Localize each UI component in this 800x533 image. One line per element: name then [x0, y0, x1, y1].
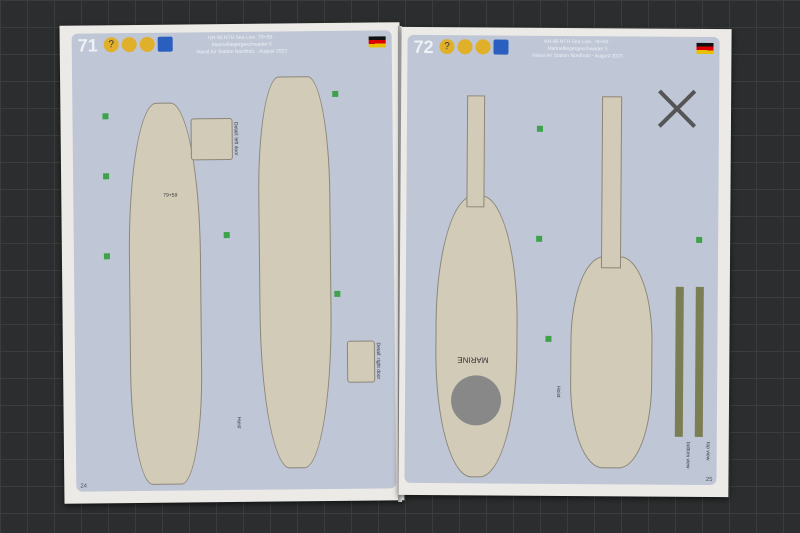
paint-icon: [457, 39, 473, 55]
german-flag-icon: [696, 42, 714, 55]
decal-marker: [103, 253, 110, 260]
profile-title: NH-90 NTH Sea Lion, 79+59 - Marinefliege…: [543, 38, 612, 53]
helicopter-bottom-view: [434, 195, 519, 478]
bottle-icon: [493, 39, 509, 55]
decal-icon: [475, 39, 491, 55]
help-icon: ?: [103, 37, 119, 53]
help-icon: ?: [439, 39, 455, 55]
right-page: 72 ? NH-90 NTH Sea Lion, 79+59 - Marinef…: [398, 26, 732, 498]
left-door-detail: [190, 117, 233, 161]
helicopter-top-view: [569, 256, 654, 469]
bottle-icon: [157, 36, 173, 52]
decal-marker: [102, 113, 109, 120]
decal-marker: [103, 173, 110, 180]
hoist-label: Hoist: [235, 416, 242, 429]
tail-boom-top: [600, 96, 623, 269]
right-door-detail: [346, 340, 376, 383]
left-page: 71 ? NH-90 NTH Sea Lion, 79+59 - Marinef…: [59, 22, 405, 504]
rotor-hub: [450, 375, 502, 426]
page-number: 25: [705, 476, 713, 484]
decal-marker: [536, 125, 543, 132]
rotor-blade: [694, 286, 704, 437]
profile-number: 72: [413, 36, 434, 58]
hoist-label: Hoist: [555, 385, 562, 398]
right-door-label: Detail: right door: [374, 342, 382, 380]
decal-marker: [332, 90, 339, 97]
profile-number: 71: [77, 35, 98, 56]
profile-panel-71: 71 ? NH-90 NTH Sea Lion, 79+59 - Marinef…: [71, 30, 397, 492]
profile-subtitle: Naval Air Station Nordholz - August 2023: [532, 52, 623, 60]
decal-marker: [223, 232, 230, 239]
tail-boom-bottom: [466, 95, 486, 208]
paint-icon: [121, 36, 137, 53]
decal-marker: [536, 235, 543, 242]
marine-marking: MARINE: [457, 355, 489, 365]
rotor-blade: [674, 286, 684, 437]
page-number: 24: [80, 483, 88, 490]
bottom-view-label: bottom view: [684, 441, 691, 469]
serial-marking: 79+59: [163, 192, 178, 199]
german-flag-icon: [368, 36, 386, 48]
profile-panel-72: 72 ? NH-90 NTH Sea Lion, 79+59 - Marinef…: [404, 34, 720, 486]
profile-subtitle: Naval Air Station Nordholz - August 2023: [196, 48, 288, 56]
decal-marker: [696, 236, 703, 243]
decal-marker: [334, 290, 341, 297]
left-door-label: Detail: left door: [232, 121, 239, 156]
top-view-label: top view: [704, 441, 711, 461]
decal-marker: [545, 335, 552, 342]
profile-title: NH-90 NTH Sea Lion, 79+59 - Marinefliege…: [208, 34, 276, 49]
helicopter-side-right: [257, 75, 334, 469]
decal-icon: [139, 36, 155, 52]
